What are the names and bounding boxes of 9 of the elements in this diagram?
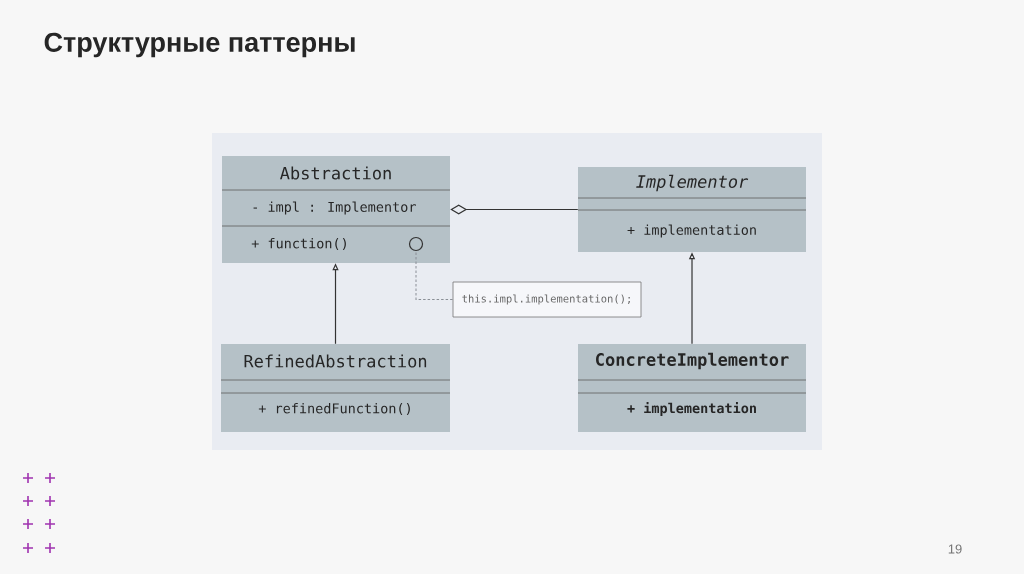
class-box: RefinedAbstraction + refinedFunction() — [220, 344, 451, 432]
class-box: Implementor + implementation — [577, 167, 807, 252]
class-box: ConcreteImplementor + implementation — [577, 344, 807, 432]
aggregation-arrow — [450, 204, 579, 215]
class-box: Abstraction - impl : Implementor + function() — [221, 156, 451, 263]
title: Структурные паттерны — [44, 32, 355, 58]
page-number: 19 — [948, 544, 962, 554]
note-box: this.impl.implementation(); — [452, 281, 642, 318]
leader-line — [415, 250, 454, 300]
